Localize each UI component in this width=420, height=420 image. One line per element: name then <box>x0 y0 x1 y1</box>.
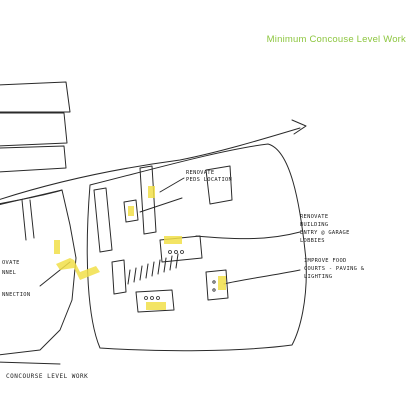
inner-building-long <box>93 187 113 253</box>
note-renovate-ped: RENOVATE PEDS LOCATION <box>186 170 232 183</box>
page-title: Minimum Concouse Level Work <box>266 34 406 45</box>
highlight-building-entry <box>164 236 182 244</box>
note-renovate-building: RENOVATE BUILDING ENTRY @ GARAGE LOBBIES <box>300 214 353 244</box>
food-court-hatch <box>127 253 179 285</box>
note-left-connection: OVATE NNEL NNECTION <box>2 260 30 298</box>
note-improve-food: IMPROVE FOOD COURTS - PAVING & LIGHTING <box>304 258 368 280</box>
building-block-top-left-1 <box>0 81 71 113</box>
inner-building-center <box>159 235 203 263</box>
corridor-arrow-icon <box>291 119 307 135</box>
building-block-left <box>0 189 77 356</box>
building-block-top-left-2 <box>0 112 68 147</box>
building-block-top-left-3 <box>0 145 67 173</box>
highlight-connection <box>56 258 100 280</box>
bottom-label: CONCOURSE LEVEL WORK <box>6 373 88 380</box>
corridor-line <box>0 127 301 200</box>
inner-building-bottom <box>135 289 175 313</box>
highlight-ped-location <box>148 186 155 198</box>
site-block <box>86 143 307 352</box>
